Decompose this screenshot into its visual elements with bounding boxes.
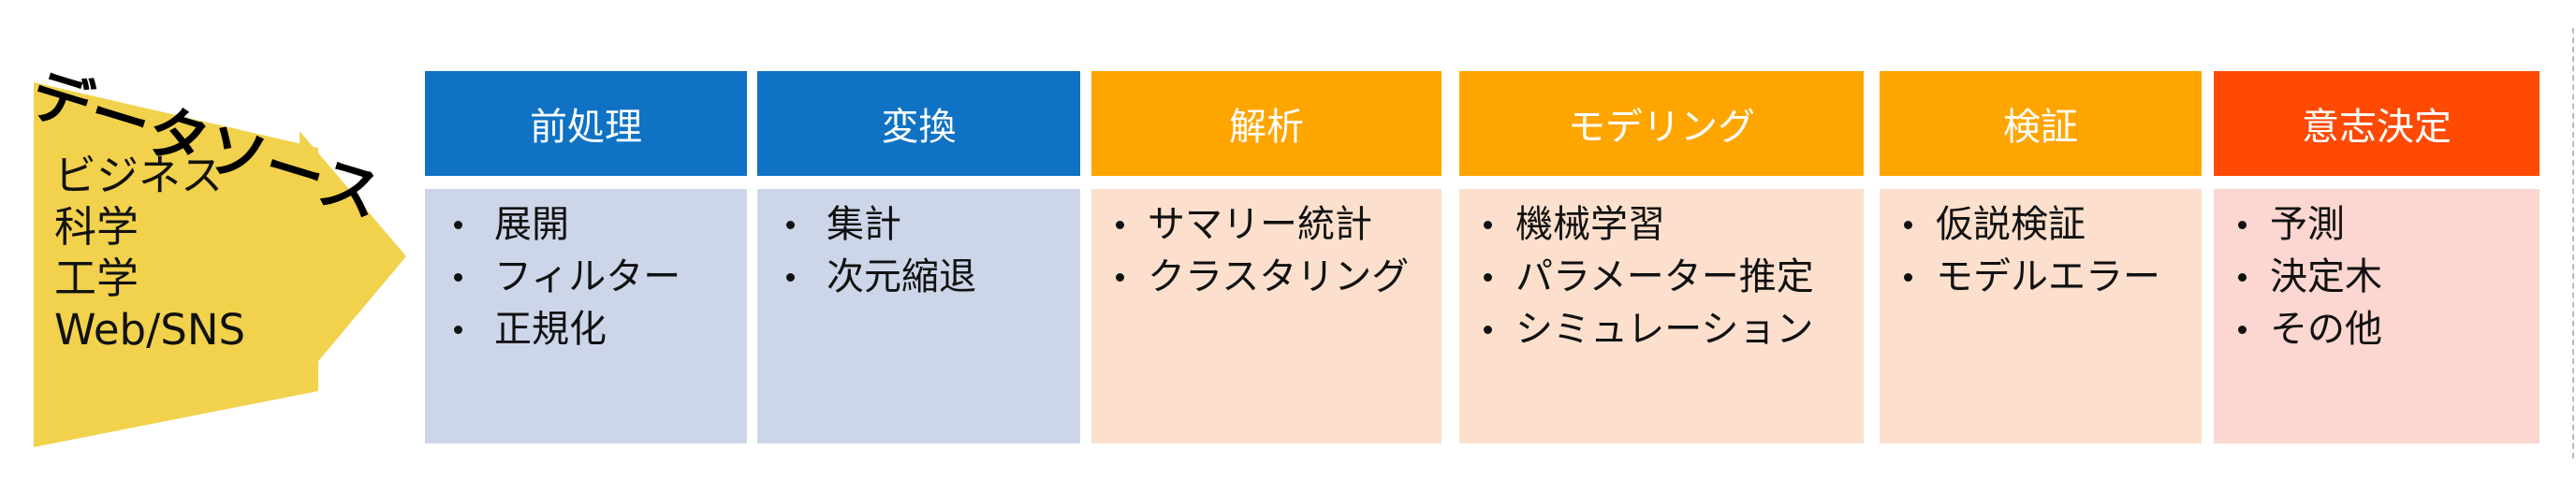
step-item-list: 展開 フィルター 正規化 [425,189,747,356]
step-modeling: モデリング 機械学習 パラメーター推定 シミュレーション [1459,71,1864,443]
step-header: 解析 [1091,71,1442,176]
data-source-item: 工学 [54,254,139,303]
list-item: クラスタリング [1116,251,1442,303]
list-item: 仮説検証 [1904,198,2202,251]
data-source-list: ビジネス 科学 工学 Web/SNS [54,150,245,356]
step-transform: 変換 集計 次元縮退 [757,71,1080,443]
step-body: 展開 フィルター 正規化 [425,189,747,443]
list-item: 次元縮退 [786,251,1080,303]
list-item: パラメーター推定 [1484,251,1864,303]
list-item: 機械学習 [1484,198,1864,251]
step-body: 仮説検証 モデルエラー [1880,189,2202,443]
data-source-item: Web/SNS [54,305,246,355]
list-item: 予測 [2238,198,2539,251]
arrow-shape [34,82,406,447]
step-title: 前処理 [530,106,642,149]
list-item: フィルター [454,251,747,303]
step-title: 検証 [2003,106,2078,149]
step-preprocessing: 前処理 展開 フィルター 正規化 [425,71,747,443]
list-item: シミュレーション [1484,303,1864,356]
step-header: 検証 [1880,71,2202,176]
step-title: 変換 [881,106,957,149]
step-item-list: 仮説検証 モデルエラー [1880,189,2202,303]
list-item: 集計 [786,198,1080,251]
list-item: 正規化 [454,303,747,356]
list-item: 展開 [454,198,747,251]
list-item: その他 [2238,303,2539,356]
data-source-item: 科学 [54,202,139,252]
step-item-list: 機械学習 パラメーター推定 シミュレーション [1459,189,1864,356]
step-title: モデリング [1568,106,1755,149]
step-header: 意志決定 [2214,71,2539,176]
step-item-list: 予測 決定木 その他 [2214,189,2539,356]
list-item: モデルエラー [1904,251,2202,303]
step-item-list: 集計 次元縮退 [757,189,1080,303]
data-source-item: ビジネス [54,151,224,200]
step-body: サマリー統計 クラスタリング [1091,189,1442,443]
list-item: 決定木 [2238,251,2539,303]
step-header: 変換 [757,71,1080,176]
step-analysis: 解析 サマリー統計 クラスタリング [1091,71,1442,443]
step-title: 意志決定 [2302,106,2452,149]
list-item: サマリー統計 [1116,198,1442,251]
step-body: 機械学習 パラメーター推定 シミュレーション [1459,189,1864,443]
step-validation: 検証 仮説検証 モデルエラー [1880,71,2202,443]
step-body: 予測 決定木 その他 [2214,189,2539,443]
page-edge-divider [2572,28,2574,458]
step-header: モデリング [1459,71,1864,176]
step-header: 前処理 [425,71,747,176]
step-body: 集計 次元縮退 [757,189,1080,443]
step-decision: 意志決定 予測 決定木 その他 [2214,71,2539,443]
data-source-arrow [34,82,406,447]
step-title: 解析 [1229,106,1304,149]
step-item-list: サマリー統計 クラスタリング [1091,189,1442,303]
